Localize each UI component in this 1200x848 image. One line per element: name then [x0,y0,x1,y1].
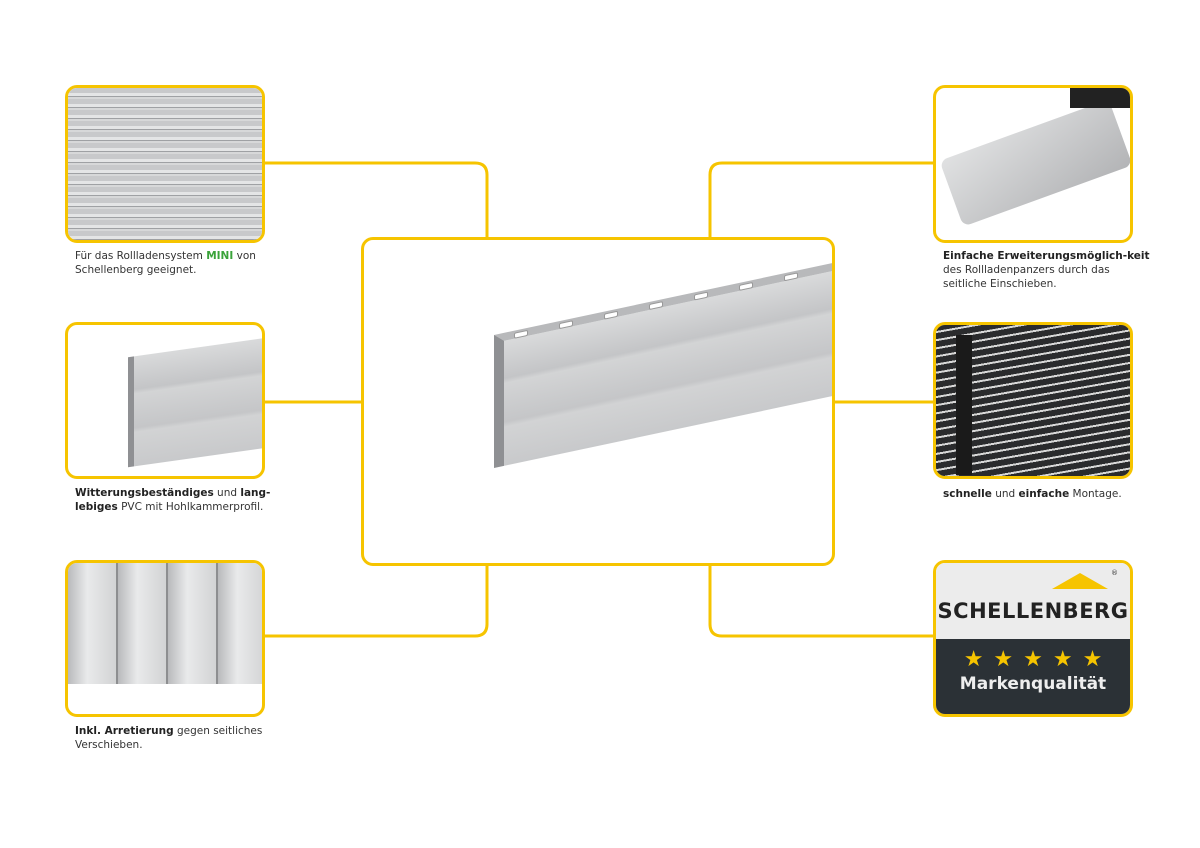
lamella-image [118,563,168,684]
caption-mounting: schnelle und einfache Montage. [943,487,1153,501]
slot [739,281,753,291]
texture-image-box [65,85,265,243]
caption-bold: Inkl. Arretierung [75,725,174,737]
caption-text: Für das Rollladensystem [75,250,207,262]
slot [784,272,798,282]
roof-logo-icon [1052,573,1108,589]
registered-mark: ® [1111,569,1118,577]
caption-bold: schnelle [943,488,992,500]
star-rating-icons: ★★★★★ [963,647,1113,672]
slot [604,310,618,320]
mounting-image-box [933,322,1133,479]
lamella-image [218,563,262,684]
caption-text: Montage. [1069,488,1122,500]
slot [649,301,663,311]
caption-text: und [213,487,241,499]
caption-text: und [991,488,1019,500]
caption-extension: Einfache Erweiterungsmöglich-keit des Ro… [943,249,1153,291]
caption-text: des Rollladenpanzers durch das seitliche… [943,264,1110,290]
caption-bold: einfache [1018,488,1070,500]
slat-insertion-image [939,99,1130,227]
mini-highlight: MINI [206,250,234,262]
caption-pvc: Witterungsbeständiges und lang-lebiges P… [75,486,285,514]
caption-bold: lang-lebiges [75,487,271,513]
main-product-box [361,237,835,566]
profile-image-box [65,322,265,479]
brand-quality-badge: ® SCHELLENBERG ★★★★★ Markenqualität [933,560,1133,717]
lamella-image [68,563,118,684]
slot [559,320,573,330]
arm-image [1070,88,1130,108]
roller-shutter-slat-image [494,259,832,468]
caption-text: PVC mit Hohlkammerprofil. [117,501,264,513]
caption-text: von Schellenberg geeignet. [75,250,256,276]
extension-image-box [933,85,1133,243]
badge-top: ® SCHELLENBERG [936,563,1130,641]
brand-name: SCHELLENBERG [937,599,1129,623]
lock-image-box [65,560,265,717]
lamella-image [168,563,218,684]
slot [694,291,708,301]
caption-bold: Einfache Erweiterungsmöglich-keit [943,250,1150,262]
slat-texture-image [68,88,262,240]
quality-label: Markenqualität [959,674,1107,694]
caption-lock: Inkl. Arretierung gegen seitliches Versc… [75,724,285,752]
caption-mini-system: Für das Rollladensystem MINI von Schelle… [75,249,285,277]
caption-bold: Witterungsbeständiges [75,487,214,499]
guide-rail [956,335,972,475]
caption-text: gegen seitliches Verschieben. [75,725,263,751]
profile-image [128,336,262,468]
badge-bottom: ★★★★★ Markenqualität [936,639,1130,714]
slot [514,329,528,339]
